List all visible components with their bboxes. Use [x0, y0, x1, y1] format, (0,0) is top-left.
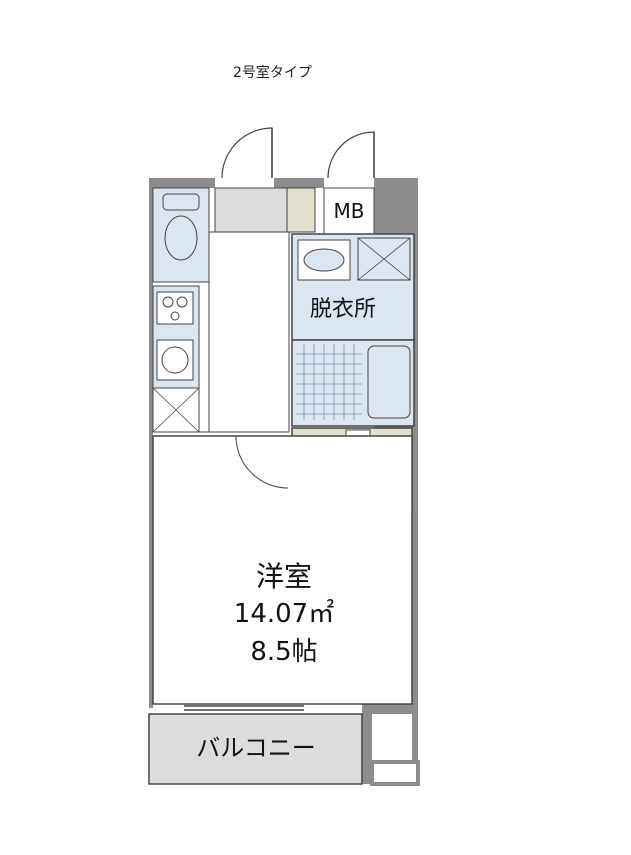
dressing-room-label: 脱衣所 — [310, 297, 376, 322]
balcony-right-wall — [362, 704, 418, 714]
plan-title: 2号室タイプ — [233, 65, 312, 81]
bathtub — [367, 345, 411, 419]
right-lower-wall — [412, 508, 418, 784]
balcony — [148, 713, 363, 785]
top-mid-wall — [274, 178, 324, 188]
bathroom-tile-floor — [296, 344, 362, 420]
western-room-area: 14.07㎡ — [234, 599, 334, 629]
meter-box — [323, 187, 375, 235]
western-room-name: 洋室 — [256, 560, 312, 593]
western-room-tatami: 8.5帖 — [250, 637, 317, 667]
room-door-swing — [235, 435, 289, 489]
top-left-wall — [149, 178, 215, 188]
toilet-bowl — [164, 215, 198, 261]
entrance-door-swing — [221, 127, 273, 179]
balcony-right-post — [362, 704, 372, 784]
entrance-floor — [214, 187, 288, 233]
western-room — [152, 435, 413, 705]
meter-box-label: MB — [334, 199, 365, 223]
bottom-right-corner — [370, 760, 420, 786]
left-outer-wall — [149, 178, 153, 708]
balcony-label: バルコニー — [196, 734, 316, 762]
shoe-cabinet — [286, 187, 316, 233]
stove — [156, 291, 194, 325]
toilet-tank — [162, 193, 200, 211]
mb-door-swing — [327, 131, 375, 179]
corridor — [208, 231, 290, 433]
